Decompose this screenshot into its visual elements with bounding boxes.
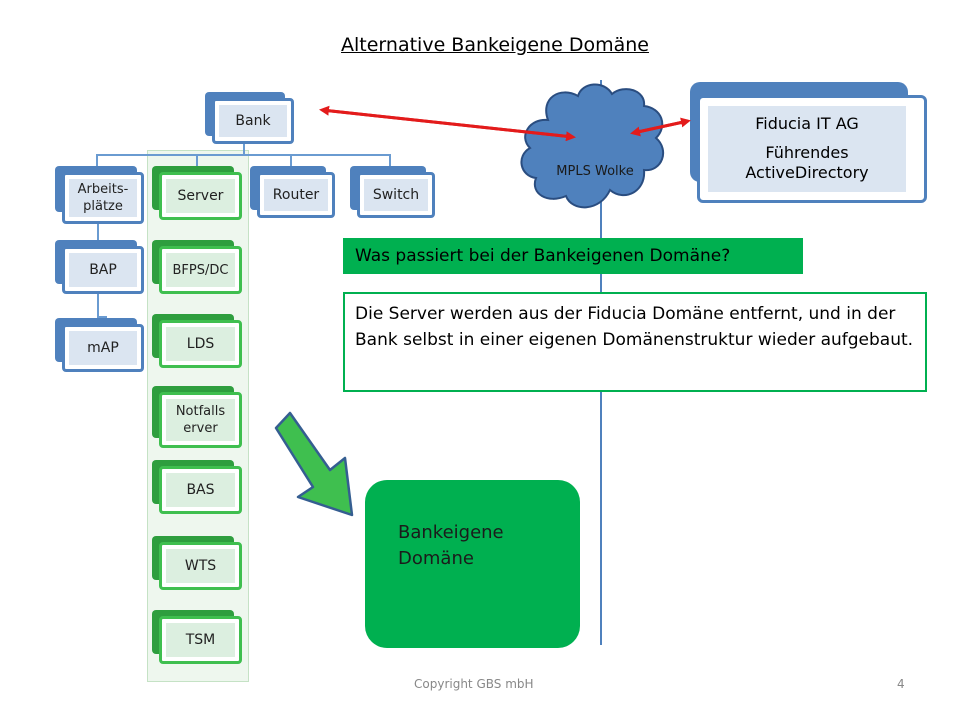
connector — [290, 154, 292, 168]
fiducia-role: Führendes ActiveDirectory — [745, 143, 869, 182]
connector — [243, 140, 245, 155]
red-arrow-bank-cloud — [319, 105, 576, 142]
page-number: 4 — [897, 677, 905, 691]
slide-title: Alternative Bankeigene Domäne — [341, 34, 649, 56]
connector — [196, 154, 198, 168]
fiducia-name: Fiducia IT AG — [755, 114, 859, 133]
red-arrow-cloud-fiducia — [630, 117, 691, 137]
bankeigene-domaene-box: Bankeigene Domäne — [365, 480, 580, 648]
cloud-icon — [520, 83, 665, 209]
cloud-label: MPLS Wolke — [556, 164, 634, 179]
footer-copyright: Copyright GBS mbH — [414, 677, 534, 691]
connector — [96, 154, 98, 168]
connector — [96, 154, 391, 156]
connector — [97, 316, 107, 318]
fiducia-box: Fiducia IT AG Führendes ActiveDirectory — [697, 95, 927, 203]
answer-box: Die Server werden aus der Fiducia Domäne… — [343, 292, 927, 392]
connector — [389, 154, 391, 168]
question-banner: Was passiert bei der Bankeigenen Domäne? — [343, 238, 803, 274]
green-arrow-icon — [274, 411, 354, 517]
domain-label: Bankeigene Domäne — [398, 522, 504, 569]
